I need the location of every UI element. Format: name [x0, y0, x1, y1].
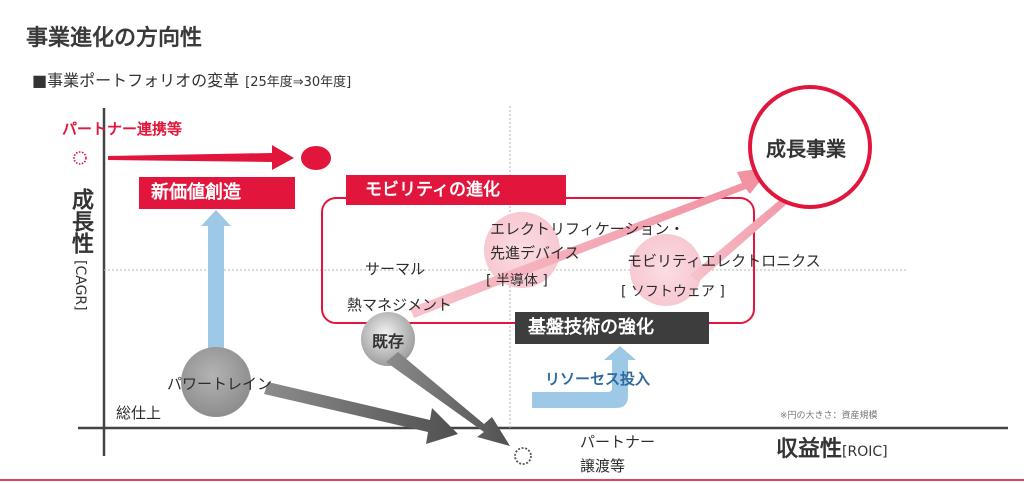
existing-label: 既存 — [372, 332, 405, 351]
growth-arrow-from-thermal — [410, 167, 771, 318]
new-value-dot — [301, 146, 331, 170]
partner-transfer-label-line1: パートナー — [580, 433, 656, 451]
resource-investment-arrow — [532, 346, 636, 408]
partner-alliance-marker-icon — [73, 151, 87, 165]
partner-alliance-label: パートナー連携等 — [62, 120, 183, 138]
mobility-electronics-label-line2: [ ソフトウェア ] — [621, 284, 725, 300]
mobility-evolution-label: モビリティの進化 — [365, 180, 500, 200]
y-axis-label-main: 成長性 — [68, 188, 93, 254]
electrification-label-line3: [ 半導体 ] — [486, 273, 548, 289]
bottom-rule — [0, 479, 1024, 481]
x-axis-label-sub: [ROIC] — [842, 444, 888, 460]
powertrain-bubble — [181, 347, 251, 417]
growth-business-circle — [748, 85, 872, 209]
subtitle-text: ■事業ポートフォリオの変革 — [32, 71, 240, 90]
growth-business-label: 成長事業 — [766, 137, 846, 161]
foundation-tech-box — [515, 312, 709, 344]
mobility-electronics-label-line1: モビリティエレクトロニクス — [627, 252, 821, 270]
existing-bubble — [361, 312, 415, 366]
page-title: 事業進化の方向性 — [26, 26, 203, 51]
partner-transfer-label-line2: 譲渡等 — [580, 457, 626, 475]
electrification-label-line2: 先進デバイス — [490, 244, 580, 262]
x-axis-label-main: 収益性 — [776, 437, 843, 462]
partner-transfer-marker-icon — [514, 447, 532, 465]
transfer-arrow-from-powertrain — [264, 382, 458, 444]
y-axis-label: 成長性 [CAGR] — [62, 188, 98, 311]
foundation-tech-label: 基盤技術の強化 — [528, 317, 654, 338]
new-value-up-arrow — [201, 210, 231, 352]
electrification-label-line1: エレクトリフィケーション・ — [490, 220, 685, 238]
period-label: [25年度⇒30年度] — [245, 75, 352, 90]
circle-size-note: ※円の大きさ：資産規模 — [780, 411, 878, 421]
growth-arrow-from-mobility — [690, 178, 804, 282]
thermal-label-line2: 熱マネジメント — [347, 296, 453, 314]
powertrain-label: パワートレイン — [167, 375, 273, 393]
transfer-arrow-from-existing — [386, 352, 510, 446]
overall-wrapup-label: 総仕上 — [116, 404, 162, 422]
y-axis-label-sub: [CAGR] — [72, 260, 88, 311]
resource-investment-label: リソーセス投入 — [545, 370, 651, 388]
x-axis-label: 収益性[ROIC] — [776, 431, 888, 463]
thermal-label-line1: サーマル — [365, 260, 426, 278]
page-subtitle: ■事業ポートフォリオの変革 [25年度⇒30年度] — [32, 67, 351, 91]
mobility-electronics-bubble — [630, 234, 702, 306]
partner-alliance-arrow — [108, 145, 294, 170]
electrification-bubble — [484, 212, 560, 288]
new-value-box — [139, 177, 295, 209]
new-value-label: 新価値創造 — [151, 182, 241, 203]
mobility-evolution-label-box — [346, 175, 566, 205]
